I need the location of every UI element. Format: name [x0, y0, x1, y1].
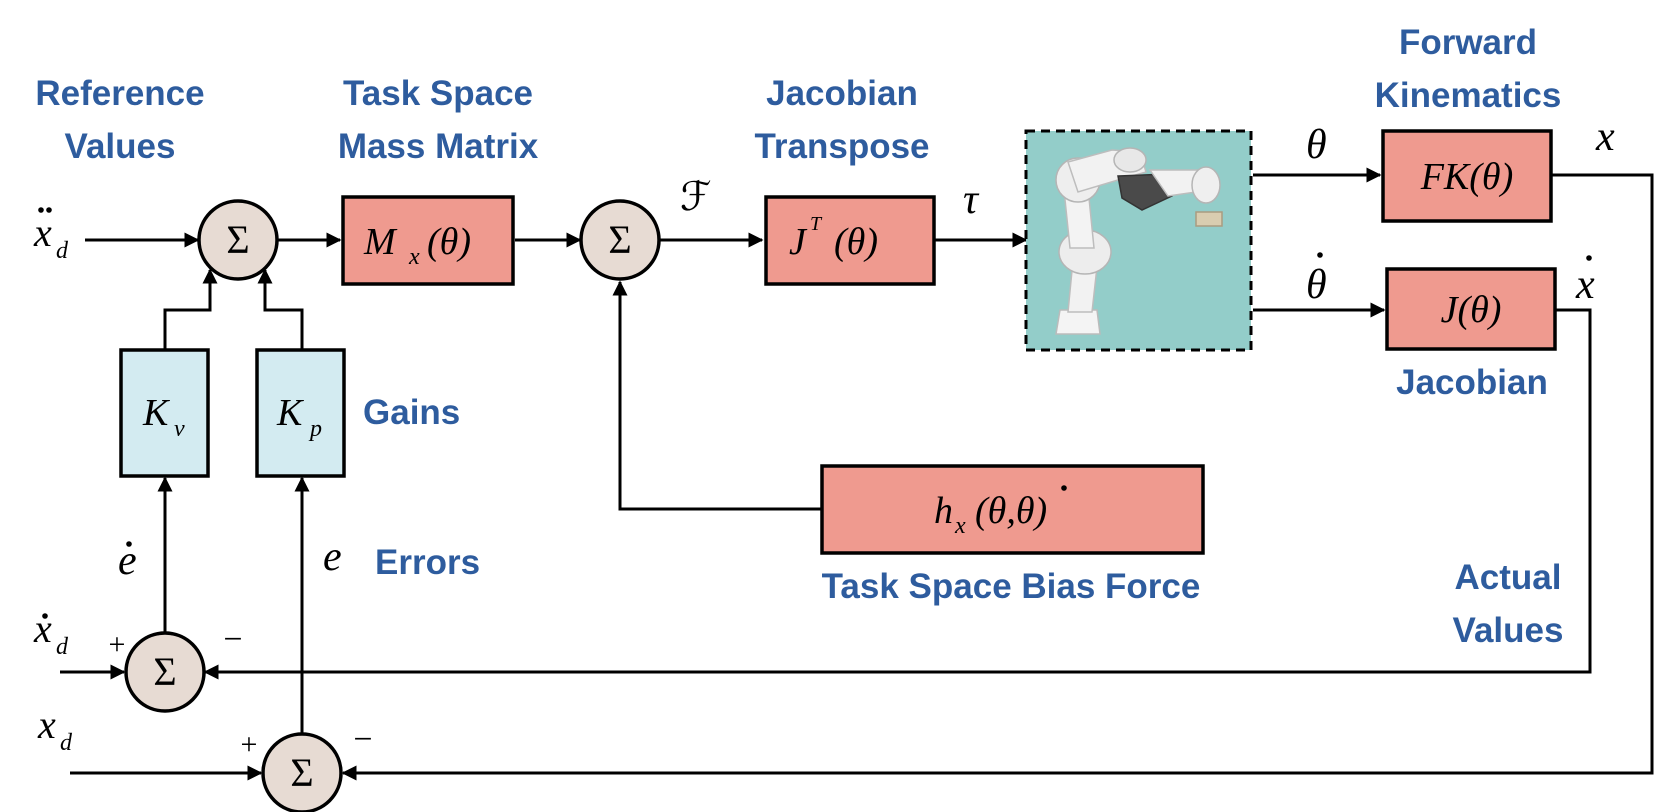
- dot-marker: [46, 207, 52, 213]
- block-argument: (θ): [427, 221, 471, 263]
- jacobian-block: J(θ): [1385, 267, 1557, 351]
- caption-jacobian: Jacobian: [1396, 363, 1548, 402]
- block-subscript: x: [408, 244, 420, 270]
- kp-gain-block: K p: [255, 348, 346, 478]
- minus-sign: −: [223, 621, 242, 658]
- dot-marker: [1317, 252, 1323, 258]
- signal-letter: x: [1575, 262, 1595, 308]
- signal-force: ℱ: [680, 174, 711, 219]
- signal-x-dot-d: x d: [33, 606, 69, 660]
- block-symbol: h: [934, 490, 953, 532]
- caption-bias-force: Task Space Bias Force: [822, 567, 1201, 606]
- wire-xdot-feedback: [203, 308, 1592, 680]
- plus-sign: +: [109, 628, 126, 661]
- robot-arm-icon: [1055, 147, 1223, 335]
- caption-gains: Gains: [363, 393, 460, 432]
- wire-bias-to-sum: [612, 280, 822, 511]
- sigma-symbol: Σ: [608, 217, 631, 262]
- signal-e: e: [323, 534, 342, 580]
- caption-reference-line2: Values: [65, 127, 176, 166]
- minus-sign: −: [353, 721, 372, 758]
- sigma-symbol: Σ: [290, 750, 313, 795]
- block-subscript: p: [308, 416, 322, 442]
- signal-letter: x: [37, 702, 56, 747]
- block-subscript: v: [174, 416, 185, 442]
- sigma-symbol: Σ: [226, 217, 249, 262]
- signal-tau: τ: [963, 177, 980, 223]
- caption-jacobian-transpose-line1: Jacobian: [766, 74, 918, 113]
- block-symbol: K: [142, 392, 170, 434]
- caption-mass-line1: Task Space: [343, 74, 533, 113]
- signal-letter: e: [118, 538, 137, 584]
- signal-e-dot: e: [118, 538, 137, 584]
- kv-gain-block: K v: [119, 348, 210, 478]
- block-subscript: x: [954, 513, 966, 539]
- signal-letter: θ: [1306, 262, 1327, 308]
- robot-plant-image: [1024, 129, 1253, 352]
- caption-mass-line2: Mass Matrix: [338, 127, 539, 166]
- caption-errors: Errors: [375, 543, 480, 582]
- signal-subscript: d: [56, 238, 69, 264]
- wire-kp-to-sum: [257, 268, 304, 350]
- signal-theta: θ: [1306, 122, 1327, 168]
- signal-x-dot-output: x: [1575, 255, 1595, 308]
- signal-x-ddot-d: x d: [33, 207, 69, 264]
- theta-dot-marker: [1061, 485, 1067, 491]
- summing-junction-top-mid: Σ: [579, 199, 661, 281]
- dot-marker: [126, 541, 132, 547]
- block-argument: (θ): [834, 221, 878, 263]
- dot-marker: [42, 613, 48, 619]
- summing-junction-top-left: Σ: [197, 199, 279, 281]
- signal-theta-dot: θ: [1306, 252, 1327, 308]
- sigma-symbol: Σ: [153, 649, 176, 694]
- signal-x-d: x d: [37, 702, 73, 756]
- caption-jacobian-transpose-line2: Transpose: [754, 127, 929, 166]
- mass-matrix-block: M x (θ): [341, 195, 515, 286]
- wire-x-feedback: [341, 173, 1654, 781]
- block-argument: (θ,θ): [975, 490, 1047, 532]
- summing-junction-position-error: Σ: [261, 732, 343, 812]
- bias-force-block: h x (θ,θ): [820, 464, 1205, 555]
- signal-x-output: x: [1595, 114, 1615, 160]
- block-symbol: K: [276, 392, 304, 434]
- plus-sign: +: [241, 728, 258, 761]
- dot-marker: [1586, 255, 1592, 261]
- forward-kinematics-block: FK(θ): [1381, 129, 1553, 223]
- caption-fk-line1: Forward: [1399, 23, 1537, 62]
- signal-subscript: d: [56, 634, 69, 660]
- wire-kv-to-sum: [163, 268, 218, 350]
- signal-letter: x: [33, 210, 52, 255]
- block-symbol: J: [789, 221, 808, 263]
- summing-junction-velocity-error: Σ: [124, 631, 206, 713]
- caption-fk-line2: Kinematics: [1375, 76, 1562, 115]
- caption-reference-line1: Reference: [35, 74, 204, 113]
- block-label: J(θ): [1441, 289, 1502, 331]
- jacobian-transpose-block: J T (θ): [764, 195, 936, 286]
- signal-subscript: d: [60, 730, 73, 756]
- block-label: FK(θ): [1420, 156, 1514, 198]
- dot-marker: [38, 207, 44, 213]
- caption-actual-line2: Values: [1453, 611, 1564, 650]
- block-superscript: T: [810, 213, 823, 235]
- block-symbol: M: [363, 221, 398, 263]
- signal-wires: [60, 167, 1654, 781]
- caption-actual-line1: Actual: [1455, 558, 1562, 597]
- signal-letter: x: [33, 606, 52, 651]
